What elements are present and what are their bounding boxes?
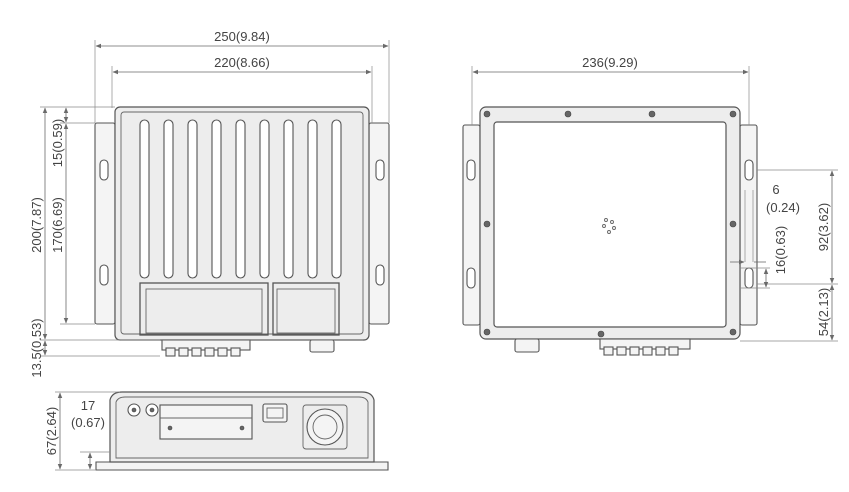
round-connector bbox=[514, 338, 540, 353]
fin bbox=[211, 119, 222, 279]
cooling-fins bbox=[139, 119, 342, 279]
left-flange bbox=[94, 122, 116, 325]
terminal bbox=[603, 346, 614, 356]
front-body-inner bbox=[115, 396, 369, 459]
back-view: 236(9.29) 92(3.62) 54(2.13) 6 (0.24) 16(… bbox=[462, 55, 838, 356]
screw bbox=[483, 110, 491, 118]
screw bbox=[729, 328, 737, 336]
dim-hole-diameter: 6 bbox=[772, 182, 779, 197]
dim-top-width-overall: 250(9.84) bbox=[214, 29, 270, 44]
fin bbox=[235, 119, 246, 279]
fin bbox=[163, 119, 174, 279]
right-flange bbox=[739, 124, 758, 326]
screw bbox=[564, 110, 572, 118]
dim-height-top-offset: 15(0.59) bbox=[50, 119, 65, 167]
flange-slot bbox=[99, 264, 109, 286]
screw bbox=[648, 110, 656, 118]
back-plate-window bbox=[493, 121, 727, 328]
connector-panel-right-inner bbox=[276, 288, 336, 334]
flange-slot bbox=[99, 159, 109, 181]
top-view: 250(9.84) 220(8.66) 200(7.87) 170(6.69) … bbox=[29, 29, 390, 378]
screw bbox=[483, 328, 491, 336]
flange-slot bbox=[744, 159, 754, 181]
fin bbox=[307, 119, 318, 279]
dim-front-height: 67(2.64) bbox=[44, 407, 59, 455]
ethernet-port-icon bbox=[262, 403, 288, 423]
terminal bbox=[178, 347, 189, 357]
dim-right-hole-spacing: 92(3.62) bbox=[816, 203, 831, 251]
right-flange bbox=[368, 122, 390, 325]
terminal bbox=[191, 347, 202, 357]
connector-panel-right bbox=[272, 282, 340, 336]
dim-height-total: 200(7.87) bbox=[29, 197, 44, 253]
screw bbox=[597, 330, 605, 338]
terminal bbox=[230, 347, 241, 357]
terminal bbox=[642, 346, 653, 356]
flange-slot bbox=[466, 267, 476, 289]
base-plate bbox=[95, 461, 389, 471]
left-flange bbox=[462, 124, 481, 326]
terminal bbox=[204, 347, 215, 357]
ground-post-center bbox=[131, 407, 137, 413]
dim-right-bottom-offset: 54(2.13) bbox=[816, 288, 831, 336]
screw bbox=[729, 110, 737, 118]
terminal bbox=[629, 346, 640, 356]
dim-slot-length: 16(0.63) bbox=[773, 226, 788, 274]
dim-front-foot-in: (0.67) bbox=[71, 415, 105, 430]
terminal bbox=[655, 346, 666, 356]
connector-panel-left-inner bbox=[145, 288, 263, 334]
fin bbox=[331, 119, 342, 279]
terminal-block-front bbox=[159, 404, 253, 440]
dim-hole-diameter-in: (0.24) bbox=[766, 200, 800, 215]
flange-slot bbox=[466, 159, 476, 181]
fin bbox=[259, 119, 270, 279]
dim-top-width-inner: 220(8.66) bbox=[214, 55, 270, 70]
flange-slot bbox=[375, 159, 385, 181]
screw bbox=[483, 220, 491, 228]
heatsink-inner bbox=[120, 111, 364, 335]
terminal bbox=[217, 347, 228, 357]
terminal bbox=[668, 346, 679, 356]
front-view: 67(2.64) 17 (0.67) bbox=[44, 391, 389, 471]
flange-slot bbox=[744, 267, 754, 289]
fin bbox=[283, 119, 294, 279]
terminal bbox=[165, 347, 176, 357]
dim-right-width: 236(9.29) bbox=[582, 55, 638, 70]
terminal bbox=[616, 346, 627, 356]
screw bbox=[729, 220, 737, 228]
fin bbox=[187, 119, 198, 279]
dim-height-mount: 170(6.69) bbox=[50, 197, 65, 253]
fin bbox=[139, 119, 150, 279]
ground-post-center bbox=[149, 407, 155, 413]
round-connector bbox=[309, 339, 335, 353]
terminal-block bbox=[161, 339, 251, 357]
vent-holes bbox=[602, 218, 616, 234]
terminal-block bbox=[599, 338, 691, 356]
flange-slot bbox=[375, 264, 385, 286]
circular-connector-icon bbox=[306, 408, 344, 446]
dim-height-bottom-offset: 13.5(0.53) bbox=[29, 318, 44, 377]
dim-front-foot: 17 bbox=[81, 398, 95, 413]
connector-panel-left bbox=[139, 282, 269, 336]
